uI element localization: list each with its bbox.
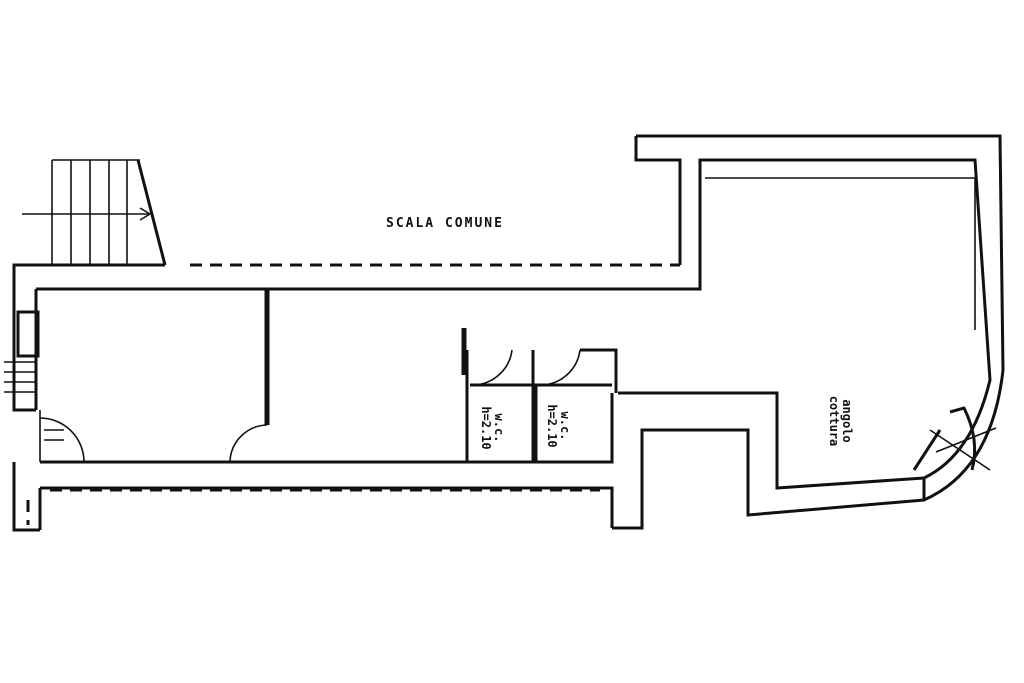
corner-kitchen-label-line1: angolo	[840, 399, 854, 443]
outer-walls	[12, 134, 1005, 532]
wc-1-label: w.c. h=2.10	[479, 398, 506, 458]
corner-window	[912, 406, 997, 500]
wc-2-label-line2: h=2.10	[545, 404, 559, 448]
corner-kitchen-label: angolo cottura	[827, 381, 854, 461]
corner-kitchen-label-line2: cottura	[827, 395, 841, 447]
common-stair-label: SCALA COMUNE	[386, 216, 504, 231]
staircase	[22, 159, 167, 266]
left-window	[4, 310, 40, 393]
door-swings	[39, 349, 581, 463]
wc-2-label-line1: w.c.	[558, 411, 572, 441]
wc-2-label: w.c. h=2.10	[545, 396, 572, 456]
wc-1-label-line2: h=2.10	[479, 406, 493, 450]
wc-1-label-line1: w.c.	[492, 413, 506, 443]
dashed-boundaries	[26, 170, 682, 525]
